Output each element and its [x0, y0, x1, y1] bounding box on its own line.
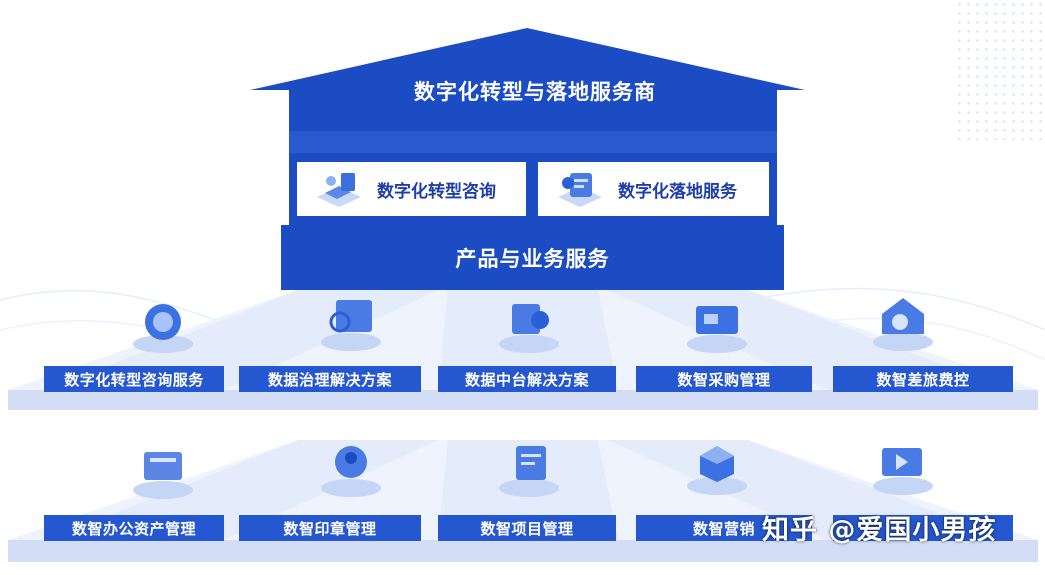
data-platform-icon — [499, 304, 559, 353]
office-asset-icon — [133, 452, 193, 499]
card-office-asset: 数智办公资产管理 — [44, 515, 224, 541]
products-services-base: 产品与业务服务 — [281, 225, 784, 290]
implementation-box: 数字化落地服务 — [535, 159, 772, 219]
card-fifth — [833, 515, 1013, 541]
background-dot-pattern — [955, 0, 1045, 140]
roof-title: 数字化转型与落地服务商 — [414, 80, 656, 104]
travel-expense-icon — [873, 298, 933, 351]
consulting-icon — [133, 304, 193, 353]
procurement-icon — [687, 306, 747, 353]
card-procurement: 数智采购管理 — [636, 366, 812, 392]
card-data-governance: 数据治理解决方案 — [239, 366, 421, 392]
implementation-isometric-icon — [558, 173, 602, 207]
video-icon — [873, 448, 933, 495]
card-seal: 数智印章管理 — [239, 515, 421, 541]
card-travel-expense: 数智差旅费控 — [833, 366, 1013, 392]
implementation-box-label: 数字化落地服务 — [618, 181, 737, 202]
consulting-box-label: 数字化转型咨询 — [377, 181, 496, 202]
project-icon — [499, 446, 559, 497]
roof — [250, 28, 805, 131]
card-consulting-service: 数字化转型咨询服务 — [44, 366, 224, 392]
data-governance-icon — [321, 300, 381, 351]
consulting-box: 数字化转型咨询 — [294, 159, 529, 219]
seal-icon — [321, 446, 381, 497]
roof-beam — [289, 131, 777, 153]
consulting-isometric-icon — [317, 173, 361, 207]
marketing-icon — [687, 446, 747, 495]
card-data-platform: 数据中台解决方案 — [438, 366, 616, 392]
zhihu-watermark: 知乎 @爱国小男孩 — [762, 515, 997, 546]
card-project: 数智项目管理 — [438, 515, 616, 541]
floor-1-platform — [8, 290, 1038, 410]
card-marketing: 数智营销 — [636, 515, 812, 541]
